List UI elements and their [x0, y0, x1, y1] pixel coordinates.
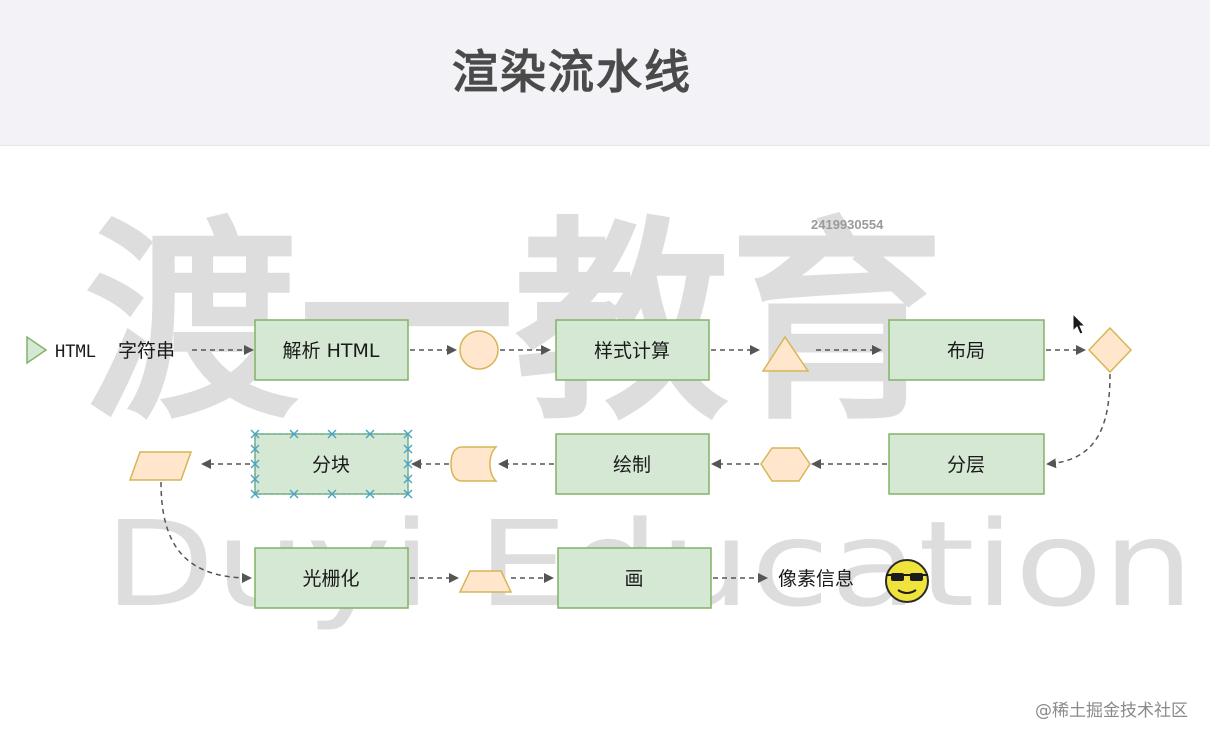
node-tiling-box: [254, 433, 409, 495]
edge-diamond-to-layering: [1046, 373, 1111, 469]
node-layering-label: 分层: [947, 454, 985, 476]
node-paint-label: 绘制: [613, 454, 651, 476]
start-play-icon: [26, 335, 48, 365]
id-label: 2419930554: [811, 217, 884, 232]
node-parse-html[interactable]: 解析 HTML: [254, 319, 409, 381]
selection-handle[interactable]: [403, 444, 413, 454]
selection-handle[interactable]: [403, 489, 413, 499]
node-layering[interactable]: 分层: [888, 433, 1045, 495]
node-layout-box: [888, 319, 1045, 381]
data-trapezoid-shape: [458, 570, 513, 593]
selection-handle[interactable]: [327, 489, 337, 499]
selection-handle[interactable]: [365, 489, 375, 499]
selection-handle[interactable]: [403, 429, 413, 439]
slide-header: 渲染流水线: [0, 0, 1210, 146]
data-hexagon-shape: [760, 447, 811, 482]
node-style-calc-box: [555, 319, 710, 381]
pixel-info-label: 像素信息: [778, 568, 854, 590]
selection-handle[interactable]: [250, 474, 260, 484]
data-circle-shape: [459, 330, 499, 370]
data-storage-shape: [450, 446, 498, 482]
edge-parallelogram-to-raster: [160, 481, 252, 583]
node-draw-box: [557, 547, 712, 609]
node-raster-label: 光栅化: [302, 568, 359, 590]
selection-handle[interactable]: [250, 489, 260, 499]
node-paint[interactable]: 绘制: [555, 433, 710, 495]
cool-face-icon: [885, 559, 929, 603]
mouse-cursor-icon: [1072, 312, 1087, 335]
node-draw-label: 画: [624, 568, 643, 590]
selection-handle[interactable]: [403, 459, 413, 469]
node-tiling-label: 分块: [312, 454, 350, 476]
node-tiling[interactable]: 分块: [250, 429, 413, 499]
node-draw[interactable]: 画: [557, 547, 712, 609]
node-parse-html-label: 解析 HTML: [283, 340, 380, 362]
selection-handle[interactable]: [327, 429, 337, 439]
start-label-en: HTML: [55, 342, 96, 362]
node-layout-label: 布局: [947, 340, 985, 362]
node-style-calc-label: 样式计算: [594, 340, 670, 362]
selection-handle[interactable]: [250, 444, 260, 454]
selection-handle[interactable]: [250, 459, 260, 469]
data-diamond-shape: [1087, 326, 1133, 374]
watermark-cn: 渡一教育: [84, 198, 944, 449]
selection-handle[interactable]: [289, 489, 299, 499]
node-layering-box: [888, 433, 1045, 495]
selection-handle[interactable]: [289, 429, 299, 439]
start-label-cn: 字符串: [118, 340, 175, 362]
selection-handle[interactable]: [250, 429, 260, 439]
node-parse-html-box: [254, 319, 409, 381]
node-paint-box: [555, 433, 710, 495]
selection-handle[interactable]: [365, 429, 375, 439]
node-raster-box: [254, 547, 409, 609]
selection-handle[interactable]: [403, 474, 413, 484]
node-style-calc[interactable]: 样式计算: [555, 319, 710, 381]
footer-watermark: @稀土掘金技术社区: [1035, 701, 1188, 721]
slide-title: 渲染流水线: [452, 45, 692, 99]
data-parallelogram-shape: [128, 451, 193, 481]
data-triangle-shape: [761, 335, 810, 372]
node-raster[interactable]: 光栅化: [254, 547, 409, 609]
tiling-selection-handles[interactable]: [250, 429, 413, 499]
node-layout[interactable]: 布局: [888, 319, 1045, 381]
